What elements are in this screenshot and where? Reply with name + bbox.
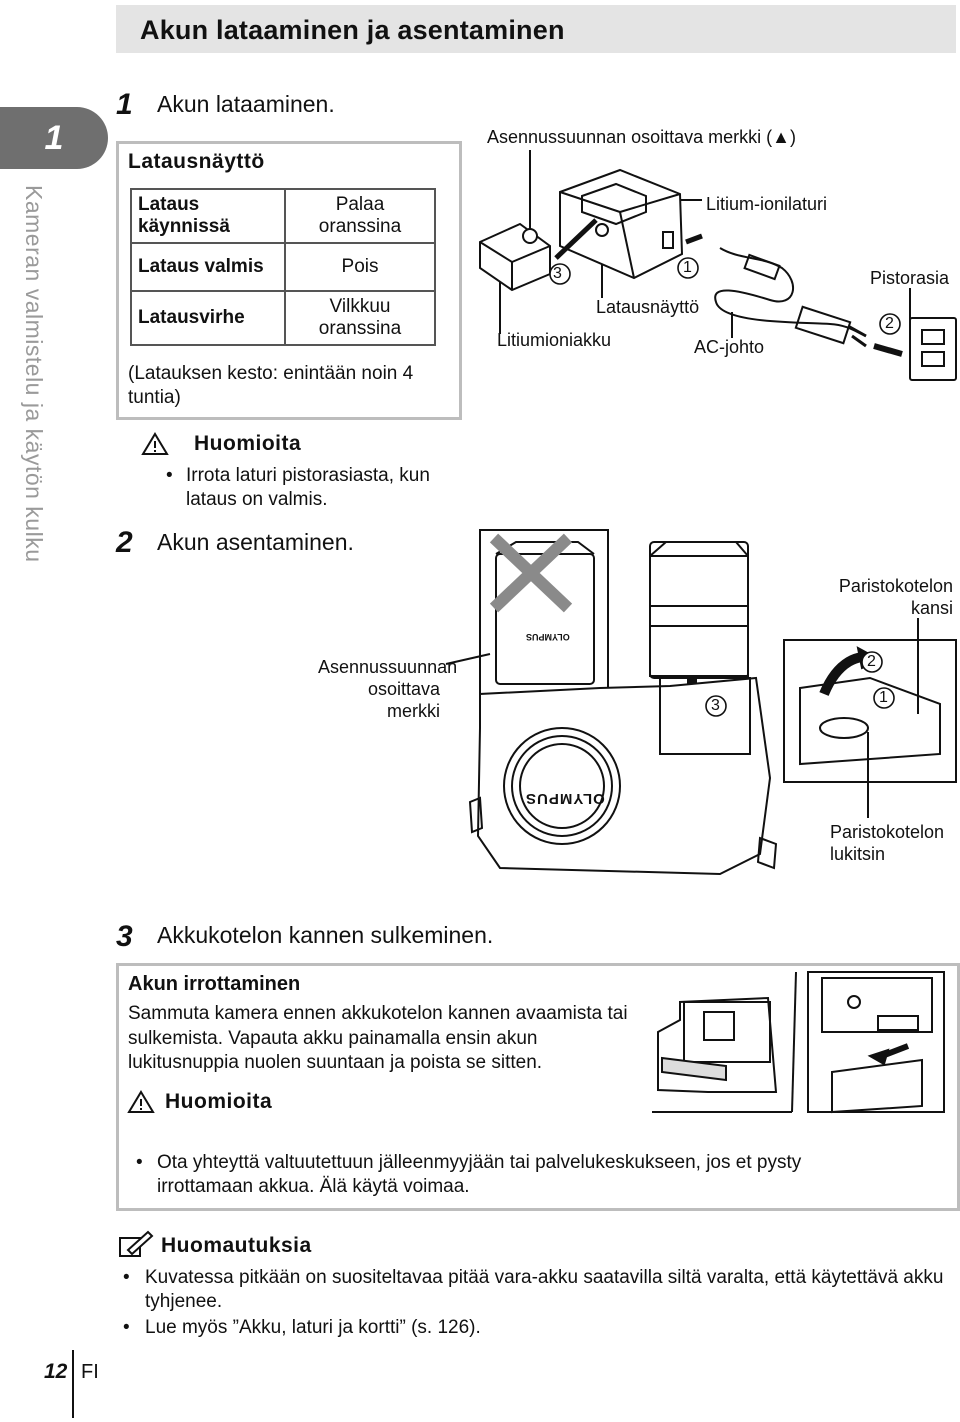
direction-mark-label: Asennussuunnan osoittava merkki (▲) [487, 127, 796, 147]
install-mark-label: Asennussuunnan osoittava merkki [318, 657, 458, 721]
bullet-dot: • [123, 1317, 130, 1338]
notes-title: Huomautuksia [161, 1234, 312, 1257]
footer-divider [72, 1350, 74, 1418]
table-row: Latausvirhe Vilkkuu oranssina [130, 290, 436, 346]
step-1-text: Akun lataaminen. [157, 91, 335, 117]
state-cell: Latausvirhe [130, 290, 286, 346]
cover-label: Paristokotelon kansi [838, 576, 953, 618]
page-header: Akun lataaminen ja asentaminen [116, 5, 956, 53]
step-2-text: Akun asentaminen. [157, 529, 354, 555]
page-title: Akun lataaminen ja asentaminen [140, 15, 565, 45]
caution-text: Irrota laturi pistorasiasta, kun lataus … [186, 465, 430, 510]
warning-icon [141, 432, 169, 455]
removal-caution-text: Ota yhteyttä valtuutettuun jälleenmyyjää… [157, 1152, 802, 1197]
charge-duration: (Latauksen kesto: enintään noin 4 tuntia… [128, 363, 414, 408]
removal-text: Sammuta kamera ennen akkukotelon kannen … [128, 1003, 628, 1073]
charge-status-table: Lataus käynnissä Palaa oranssina Lataus … [130, 188, 436, 346]
step-3-text: Akkukotelon kannen sulkeminen. [157, 922, 494, 948]
step-number-3: 3 [553, 265, 562, 282]
charge-box-title: Latausnäyttö [128, 150, 265, 173]
note-item: Kuvatessa pitkään on suositeltavaa pitää… [145, 1267, 944, 1312]
removal-title: Akun irrottaminen [128, 973, 301, 995]
step-1-number: 1 [116, 88, 133, 121]
warning-icon [127, 1090, 155, 1113]
bullet-dot: • [136, 1152, 143, 1173]
caution-title: Huomioita [194, 432, 302, 455]
lock-label: Paristokotelon lukitsin [830, 822, 945, 864]
charge-display-label: Latausnäyttö [596, 297, 700, 317]
charger-illustration [479, 150, 957, 381]
charger-label: Litium-ionilaturi [706, 194, 828, 214]
removal-illustration [652, 971, 945, 1114]
removal-caution-title: Huomioita [165, 1090, 273, 1113]
bullet-dot: • [123, 1267, 130, 1288]
brand-label: OLYMPUS [525, 790, 605, 807]
brand-label: OLYMPUS [526, 632, 570, 642]
chapter-vertical-title: Kameran valmistelu ja käytön kulku [21, 185, 47, 563]
step-number-3: 3 [711, 697, 720, 714]
table-row: Lataus valmis Pois [130, 242, 436, 292]
camera-illustration [445, 529, 957, 876]
chapter-tab[interactable]: 1 [0, 107, 108, 169]
battery-label: Litiumioniakku [497, 330, 612, 350]
ac-cable-label: AC-johto [694, 337, 765, 357]
state-cell: Lataus valmis [130, 242, 286, 292]
step-number-2: 2 [867, 653, 876, 670]
pencil-note-icon [119, 1230, 154, 1257]
display-cell: Pois [284, 242, 436, 292]
note-item: Lue myös ”Akku, laturi ja kortti” (s. 12… [145, 1317, 481, 1338]
step-3-number: 3 [116, 920, 133, 953]
page-number: 12 [44, 1360, 68, 1383]
step-number-1: 1 [683, 259, 692, 276]
bullet-dot: • [166, 465, 173, 486]
display-cell: Palaa oranssina [284, 188, 436, 244]
display-cell: Vilkkuu oranssina [284, 290, 436, 346]
step-2-number: 2 [116, 526, 133, 559]
table-row: Lataus käynnissä Palaa oranssina [130, 188, 436, 244]
state-cell: Lataus käynnissä [130, 188, 286, 244]
outlet-label: Pistorasia [870, 268, 950, 288]
step-number-1: 1 [879, 689, 888, 706]
charge-indicator-box [116, 141, 462, 420]
step-number-2: 2 [885, 315, 894, 332]
language-code: FI [81, 1361, 99, 1383]
removal-box [116, 963, 960, 1211]
